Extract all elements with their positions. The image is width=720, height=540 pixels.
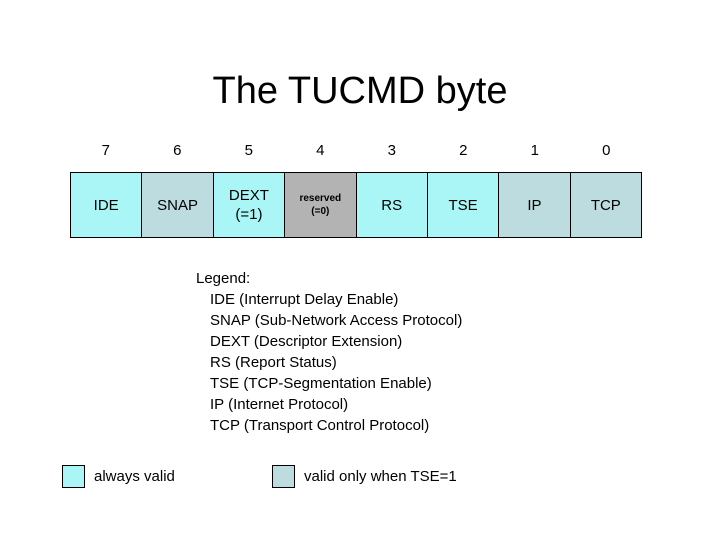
field-cell-bit-5: DEXT (=1) xyxy=(213,173,286,237)
field-value: (=1) xyxy=(235,206,263,223)
color-swatch-icon xyxy=(272,465,295,488)
legend-item: SNAP (Sub-Network Access Protocol) xyxy=(210,312,463,329)
legend-item: IP (Internet Protocol) xyxy=(210,396,349,413)
legend-item: IDE (Interrupt Delay Enable) xyxy=(210,291,399,308)
legend-item: DEXT (Descriptor Extension) xyxy=(210,333,403,350)
field-name: TSE xyxy=(448,196,478,214)
field-value: (=0) xyxy=(311,206,330,217)
field-name: IDE xyxy=(93,196,119,214)
bit-number-3: 3 xyxy=(387,142,396,159)
color-key-entry-1: valid only when TSE=1 xyxy=(272,465,457,488)
field-cell-bit-3: RS xyxy=(356,173,428,237)
field-cell-bit-1: IP xyxy=(499,173,571,237)
field-name: RS xyxy=(381,196,403,214)
legend-list: IDE (Interrupt Delay Enable) SNAP (Sub-Ne… xyxy=(196,289,462,436)
field-cell-bit-6: SNAP xyxy=(142,173,214,237)
bit-number-4: 4 xyxy=(316,142,325,159)
bit-number-7: 7 xyxy=(101,142,110,159)
legend-item: TCP (Transport Control Protocol) xyxy=(210,417,430,434)
field-name: IP xyxy=(527,196,542,214)
field-name: DEXT xyxy=(228,187,269,204)
field-cell-bit-2: TSE xyxy=(427,173,500,237)
bit-number-6: 6 xyxy=(173,142,182,159)
color-key-label: always valid xyxy=(94,468,175,485)
color-key-entry-0: always valid xyxy=(62,465,175,488)
bit-number-0: 0 xyxy=(602,142,611,159)
field-name: TCP xyxy=(590,196,621,214)
field-cell-bit-0: TCP xyxy=(570,173,641,237)
legend-item: RS (Report Status) xyxy=(210,354,337,371)
page-title: The TUCMD byte xyxy=(212,70,508,113)
bit-number-2: 2 xyxy=(459,142,468,159)
tucmd-byte-table: IDE SNAP DEXT (=1) reserved (=0) RS TSE IP TCP xyxy=(70,172,642,238)
field-name: reserved xyxy=(299,193,342,204)
field-cell-bit-7: IDE xyxy=(71,173,143,237)
bit-number-row: 7 6 5 4 3 2 1 0 xyxy=(70,142,642,160)
color-swatch-icon xyxy=(62,465,85,488)
color-key-label: valid only when TSE=1 xyxy=(304,468,457,485)
legend: Legend: IDE (Interrupt Delay Enable) SNAP… xyxy=(196,268,462,436)
bit-number-1: 1 xyxy=(530,142,539,159)
legend-heading: Legend: xyxy=(196,270,251,287)
field-name: SNAP xyxy=(157,196,198,214)
field-cell-bit-4: reserved (=0) xyxy=(285,173,357,237)
bit-number-5: 5 xyxy=(244,142,253,159)
legend-item: TSE (TCP-Segmentation Enable) xyxy=(210,375,432,392)
color-key: always valid valid only when TSE=1 xyxy=(62,465,662,495)
